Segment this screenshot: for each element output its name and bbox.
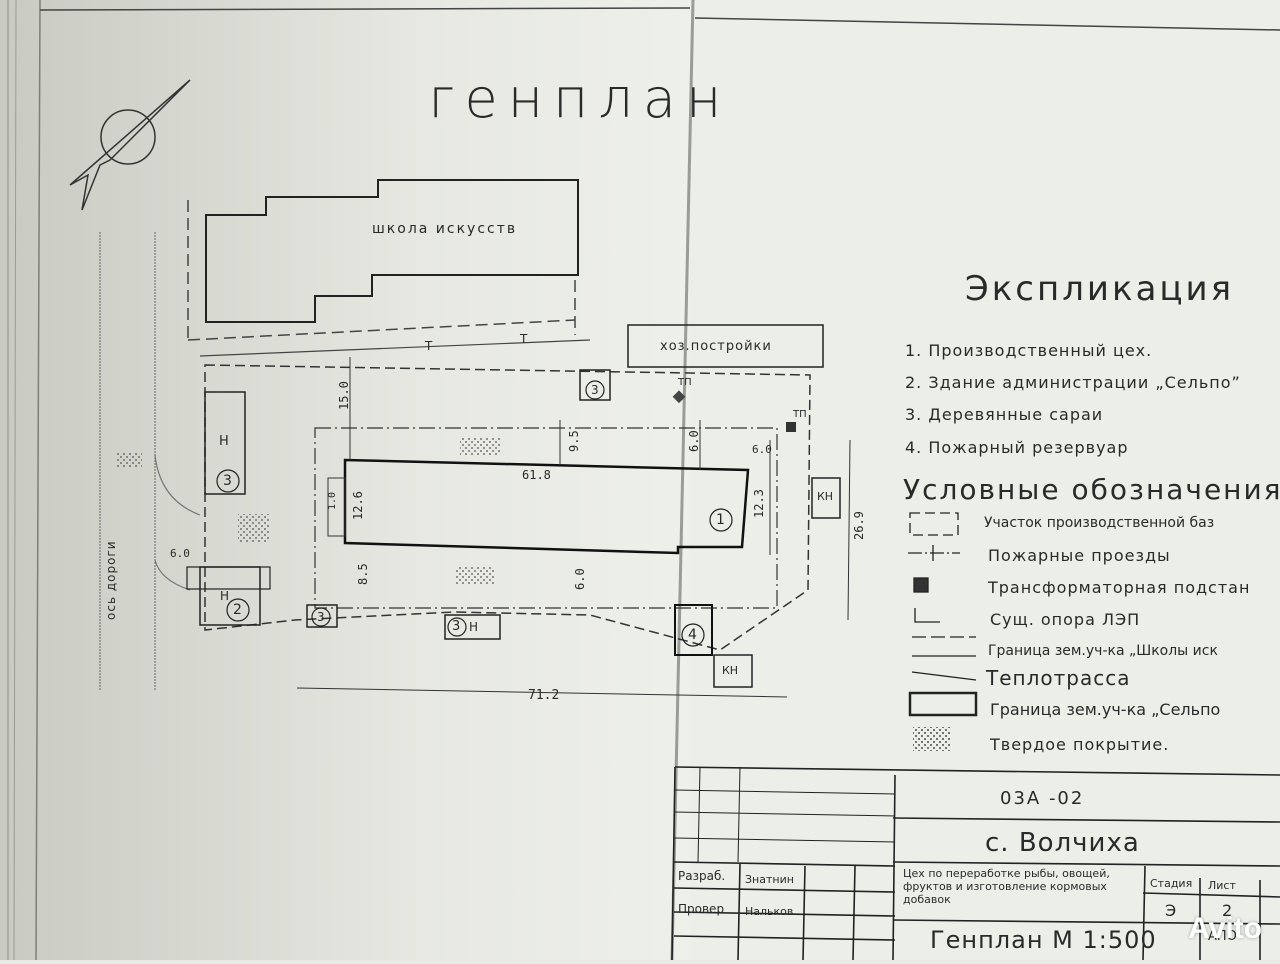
kn-right	[811, 477, 841, 519]
production-base-boundary	[204, 364, 811, 651]
marker-1: 1	[716, 512, 725, 528]
left-page	[0, 0, 700, 960]
role-developer: Разраб.	[678, 869, 726, 883]
legend-symbols	[908, 512, 978, 751]
dim-8-5: 8.5	[356, 563, 370, 585]
name-developer: Знатнин	[745, 873, 794, 886]
legend-item: Граница зем.уч-ка „Сельпо	[990, 700, 1221, 719]
explication-heading: Экспликация	[965, 269, 1235, 309]
marker-2: 2	[233, 602, 242, 618]
project-description: Цех по переработке рыбы, овощей, фруктов…	[903, 867, 1110, 906]
h-label: Н	[469, 620, 479, 634]
drawing-code: 03А -02	[1000, 788, 1085, 809]
shed-top	[579, 369, 611, 401]
hard-surface	[455, 567, 495, 585]
avito-watermark: Avito	[1188, 912, 1262, 945]
marker-4: 4	[688, 627, 697, 643]
stage-header: Стадия	[1150, 877, 1193, 890]
legend-item: Теплотрасса	[986, 666, 1131, 690]
heat-label: Т	[520, 332, 528, 346]
school-building	[205, 179, 579, 323]
north-arrow-icon	[69, 79, 191, 211]
dim-9-5: 9.5	[567, 430, 581, 452]
stage-value: Э	[1165, 901, 1177, 920]
legend-item: Участок производственной баз	[984, 515, 1215, 531]
marker-3: 3	[317, 610, 325, 624]
sheet-title: Генплан М 1:500	[930, 926, 1157, 954]
dim-15: 15.0	[337, 381, 351, 410]
explication-item: 3. Деревянные сараи	[905, 405, 1104, 424]
hard-surface	[238, 514, 270, 542]
dim-61-8: 61.8	[522, 468, 551, 482]
legend-item: Граница зем.уч-ка „Школы иск	[988, 643, 1218, 659]
production-hall	[343, 458, 750, 555]
dim-26-9: 26.9	[852, 511, 866, 540]
explication-item: 4. Пожарный резервуар	[905, 438, 1129, 457]
shed-small	[306, 604, 338, 628]
dim-6b: 6.0	[752, 443, 772, 456]
kn-label: КН	[817, 490, 834, 503]
dim-12-3: 12.3	[752, 489, 766, 518]
kn-label: КН	[722, 664, 739, 677]
name-checker: Нальков	[745, 905, 794, 918]
hard-surface	[460, 437, 500, 455]
explication-item: 1. Производственный цех.	[905, 341, 1153, 360]
road	[99, 232, 201, 690]
kn-bottom	[713, 654, 753, 688]
road-axis-label: ось дороги	[104, 540, 118, 620]
sheet-header: Лист	[1208, 879, 1236, 892]
legend-item: Трансформаторная подстан	[988, 578, 1251, 597]
location: с. Волчиха	[985, 828, 1140, 858]
dim-12-6: 12.6	[351, 491, 365, 520]
marker-3: 3	[223, 473, 232, 489]
title-block-grid	[671, 766, 1280, 961]
tp-label: ТП	[678, 377, 692, 388]
book-spine	[670, 0, 695, 961]
h-label: Н	[220, 589, 230, 603]
dim-6c: 6.0	[170, 547, 190, 560]
dim-6: 6.0	[687, 430, 701, 452]
right-page	[690, 0, 1280, 960]
marker-3: 3	[591, 383, 599, 397]
page-title: генплан	[428, 67, 732, 130]
tp-label: ТП	[793, 409, 807, 420]
shed-left	[204, 391, 246, 495]
dim-1: 1.0	[327, 491, 338, 510]
explication-item: 2. Здание администрации „Сельпо”	[905, 373, 1241, 392]
school-boundary	[187, 200, 576, 341]
hard-surface	[117, 453, 142, 467]
legend-item: Сущ. опора ЛЭП	[990, 610, 1141, 629]
legend-heading: Условные обозначения	[903, 473, 1280, 506]
fire-reservoir	[674, 604, 713, 656]
h-label: Н	[219, 434, 229, 449]
role-checker: Провер	[678, 902, 725, 916]
dim-71-2: 71.2	[528, 688, 560, 703]
legend-item: Пожарные проезды	[988, 546, 1171, 565]
transformer-icon	[786, 422, 796, 432]
dimension-lines	[296, 357, 851, 698]
legend-item: Твердое покрытие.	[990, 735, 1170, 754]
sheet-value: 2	[1222, 901, 1233, 920]
stamp-partial: АПО	[1208, 929, 1237, 944]
heat-label: Т	[425, 339, 433, 353]
heat-line	[199, 339, 591, 357]
school-label: школа искусств	[372, 221, 518, 237]
marker-3: 3	[452, 619, 461, 634]
fire-lanes	[314, 427, 778, 609]
outbuildings	[627, 324, 824, 368]
dim-6d: 6.0	[573, 568, 587, 590]
shed-bottom	[444, 614, 501, 640]
outbuildings-label: хоз.постройки	[660, 339, 772, 354]
